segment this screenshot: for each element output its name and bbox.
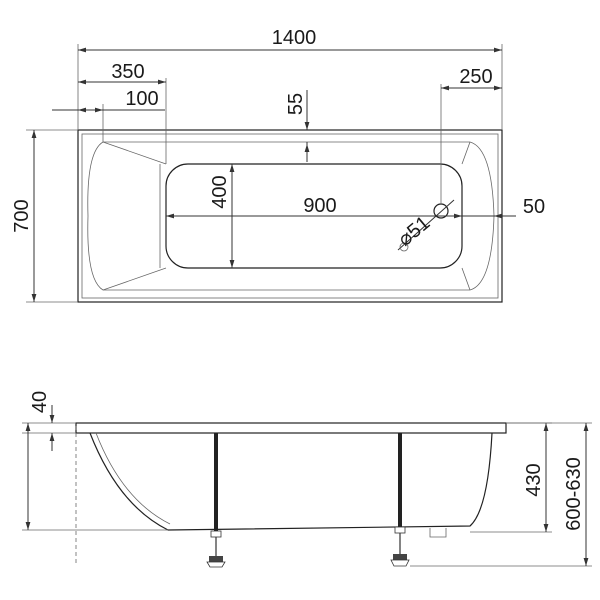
drain-leader: [397, 199, 455, 251]
dim-drain-diameter: ⌀51: [394, 212, 434, 251]
top-view-headrest: [102, 141, 167, 291]
top-view: 1400 350 100 55 250 700 400 900 ⌀51: [11, 27, 545, 303]
dim-400: 400: [209, 175, 231, 208]
dim-900: 900: [303, 195, 336, 217]
side-view-body: [89, 432, 493, 531]
dim-700: 700: [11, 199, 33, 232]
side-view-body-inner: [95, 432, 171, 525]
side-view-drain: [429, 528, 447, 538]
side-view: 40 430 600-630: [22, 391, 592, 568]
dim-350: 350: [111, 61, 144, 83]
leg-right: [390, 433, 410, 567]
dim-430: 430: [523, 463, 545, 496]
dim-100: 100: [125, 88, 158, 110]
dim-55: 55: [285, 93, 307, 115]
dim-total-height: 600-630: [563, 457, 585, 530]
side-view-rim: [75, 422, 507, 434]
dim-1400: 1400: [272, 27, 317, 49]
top-view-foot-end: [461, 141, 471, 291]
leg-left: [206, 433, 226, 568]
dim-40: 40: [29, 391, 51, 413]
drain-symbol-icon: [399, 242, 409, 252]
dim-250: 250: [459, 66, 492, 88]
dim-50: 50: [523, 196, 545, 218]
